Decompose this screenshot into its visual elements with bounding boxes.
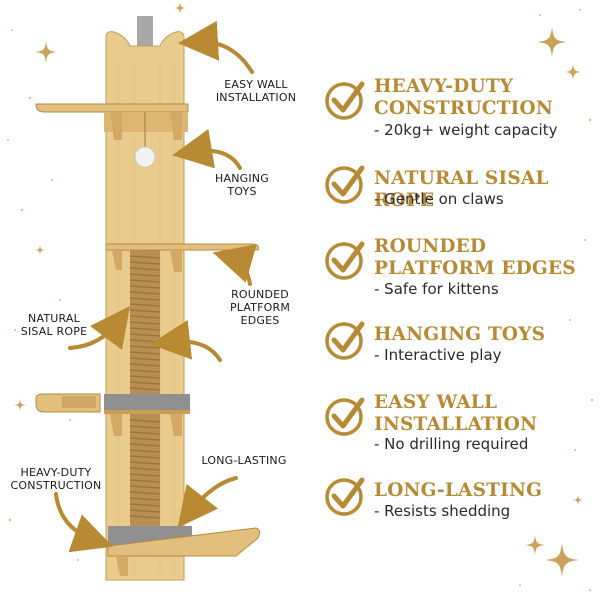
arrow-icon — [178, 20, 254, 74]
feature-subtitle: - 20kg+ weight capacity — [374, 121, 558, 139]
feature-subtitle: - Interactive play — [374, 346, 502, 364]
hanging-toy-ball — [134, 146, 156, 168]
feature-title: HEAVY-DUTY CONSTRUCTION — [374, 76, 553, 119]
sparkle-icon — [537, 27, 567, 57]
callout-long-lasting: LONG-LASTING — [190, 454, 298, 467]
feature-hanging-toys: HANGING TOYS - Interactive play — [324, 321, 594, 368]
callout-hanging-toys: HANGING TOYS — [206, 172, 278, 198]
sparkle-icon — [525, 535, 545, 555]
cat-tree-illustration — [35, 16, 261, 581]
wall-bracket — [137, 16, 153, 50]
arrow-icon — [150, 319, 222, 362]
check-circle-icon — [325, 477, 365, 516]
feature-title: EASY WALL INSTALLATION — [374, 392, 538, 435]
arrow-icon — [68, 306, 131, 351]
callout-heavy-duty: HEAVY-DUTY CONSTRUCTION — [0, 466, 112, 492]
callout-text: HEAVY-DUTY CONSTRUCTION — [10, 466, 102, 492]
callout-text: EASY WALL INSTALLATION — [215, 78, 297, 104]
feature-subtitle: - Safe for kittens — [374, 280, 499, 298]
sparkle-icon — [545, 543, 579, 577]
callout-rounded-edges: ROUNDED PLATFORM EDGES — [214, 288, 306, 327]
bottom-platform — [107, 527, 261, 557]
feature-subtitle: - No drilling required — [374, 435, 529, 453]
carpet-platform — [104, 394, 190, 410]
feature-heavy-duty: HEAVY-DUTY CONSTRUCTION - 20kg+ weight c… — [324, 76, 594, 140]
check-circle-icon — [325, 81, 365, 120]
feature-subtitle: - Resists shedding — [374, 502, 511, 520]
callout-arrows — [54, 20, 257, 553]
arrow-icon — [172, 128, 242, 170]
callout-easy-wall: EASY WALL INSTALLATION — [200, 78, 312, 104]
callout-text: LONG-LASTING — [201, 454, 287, 467]
feature-title: HANGING TOYS — [374, 324, 546, 345]
check-circle-icon — [325, 241, 365, 280]
feature-title: NATURAL SISAL ROPE — [374, 168, 549, 211]
check-circle-icon — [325, 321, 365, 360]
callout-text: NATURAL SISAL ROPE — [20, 312, 88, 338]
check-circle-icon — [325, 165, 365, 204]
callout-natural-sisal: NATURAL SISAL ROPE — [2, 312, 106, 338]
feature-rounded-edges: ROUNDED PLATFORM EDGES - Safe for kitten… — [324, 236, 594, 300]
callout-text: HANGING TOYS — [215, 172, 269, 198]
feature-long-lasting: LONG-LASTING - Resists shedding — [324, 477, 594, 524]
feature-sisal-rope: NATURAL SISAL ROPE - Gentle on claws — [324, 165, 594, 212]
feature-easy-wall: EASY WALL INSTALLATION - No drilling req… — [324, 392, 594, 456]
feature-title: LONG-LASTING — [374, 480, 543, 501]
check-circle-icon — [325, 397, 365, 436]
arrow-icon — [177, 476, 238, 528]
callout-text: ROUNDED PLATFORM EDGES — [229, 288, 291, 327]
top-platform-box — [104, 112, 188, 132]
feature-title: ROUNDED PLATFORM EDGES — [374, 236, 576, 279]
arrow-icon — [212, 244, 257, 286]
arrow-icon — [54, 492, 113, 553]
feature-subtitle: - Gentle on claws — [374, 190, 504, 208]
